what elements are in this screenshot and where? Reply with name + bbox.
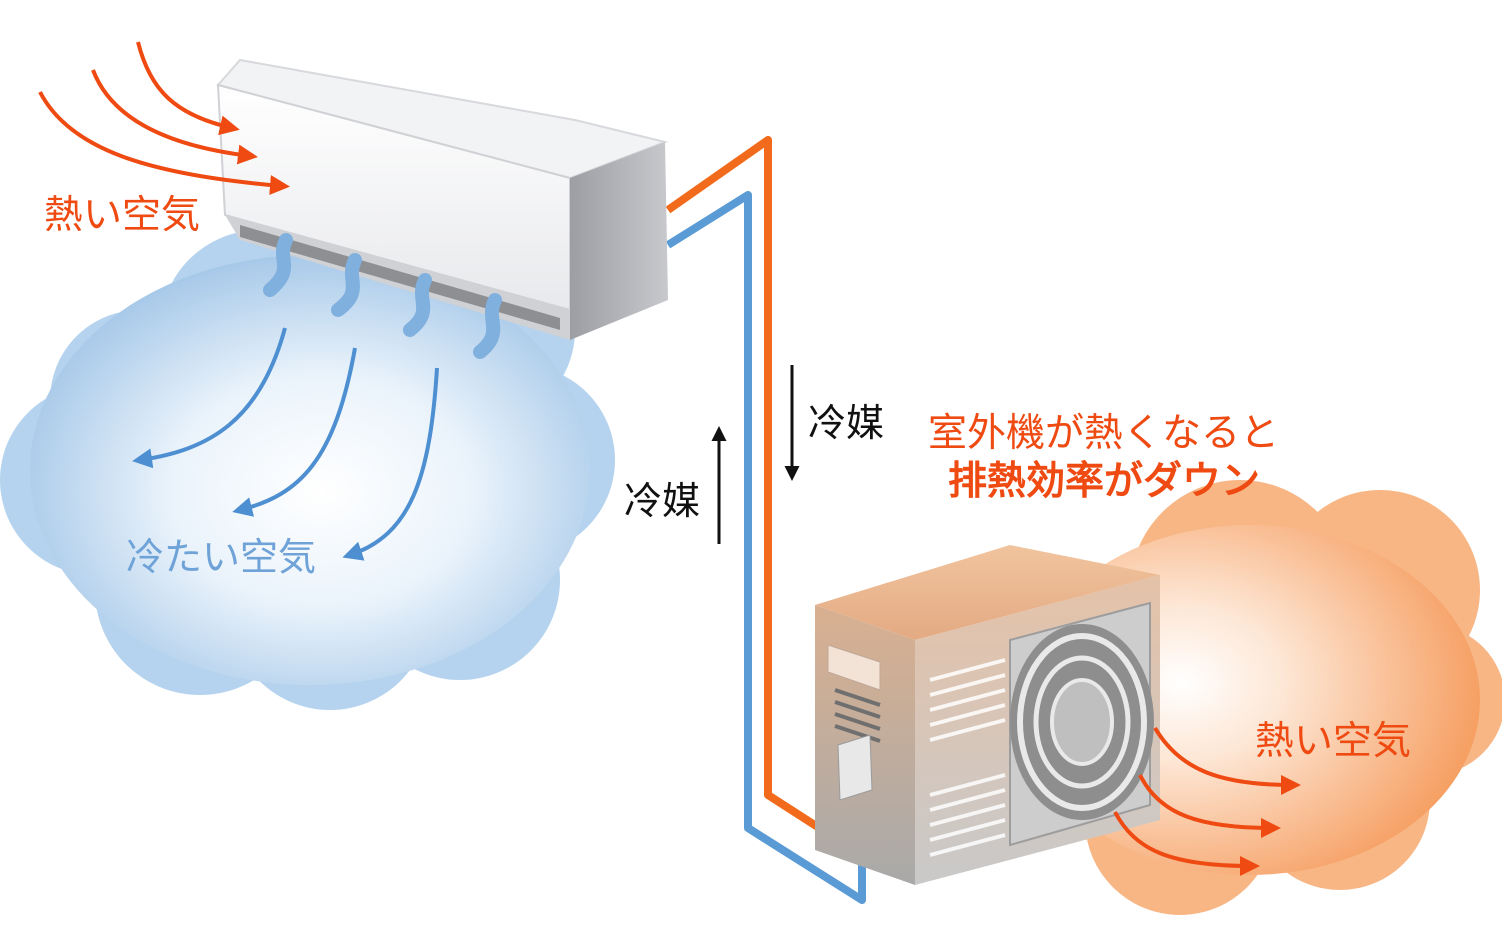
warning-text-line2: 排熱効率がダウン <box>948 459 1261 504</box>
refrigerant-flow-arrows <box>711 365 800 544</box>
outdoor-ac-unit <box>815 545 1160 885</box>
cold-air-wisps <box>263 233 502 359</box>
hot-air-out-arrows <box>1113 726 1301 876</box>
refrigerant-up-label: 冷媒 <box>624 479 701 523</box>
warning-text-line1: 室外機が熱くなると <box>928 411 1280 456</box>
indoor-ac-unit <box>216 58 669 340</box>
cold-air-label: 冷たい空気 <box>126 535 317 579</box>
refrigerant-down-label: 冷媒 <box>808 401 885 445</box>
cold-air-arrows <box>132 327 439 561</box>
hot-air-exhaust-label: 熱い空気 <box>1255 719 1412 764</box>
hot-air-in-arrows <box>38 41 290 195</box>
hot-air-intake-label: 熱い空気 <box>44 193 201 238</box>
